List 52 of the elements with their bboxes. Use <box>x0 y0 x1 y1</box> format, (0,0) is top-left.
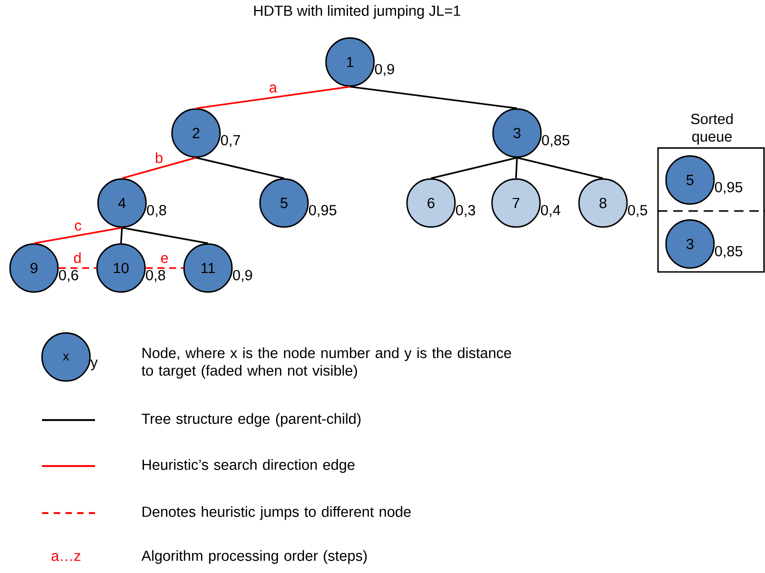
step-letter: d <box>74 252 81 264</box>
distance-value: 0,9 <box>232 270 252 282</box>
tree-node: 5 <box>259 178 309 228</box>
tree-node: 10 <box>96 243 146 293</box>
legend-text: Denotes heuristic jumps to different node <box>142 506 411 520</box>
step-letter-sample: a…z <box>52 553 80 562</box>
tree-node: 1 <box>325 37 375 87</box>
tree-edge <box>516 156 604 180</box>
tree-node: 9 <box>9 243 59 293</box>
jump-line <box>58 267 96 269</box>
distance-value: 0,9 <box>374 64 394 76</box>
tree-edge <box>350 86 518 110</box>
distance-value: 0,95 <box>714 182 742 194</box>
distance-value: 0,85 <box>542 134 570 148</box>
step-letter: e <box>161 255 168 264</box>
tree-node: 2 <box>171 108 221 158</box>
jump-line <box>146 267 184 269</box>
tree-edge <box>34 226 122 244</box>
distance-value: 0,8 <box>146 270 166 282</box>
tree-node: 8 <box>578 178 628 228</box>
distance-value: 0,8 <box>146 204 166 218</box>
tree-node: 5 <box>665 155 715 205</box>
tree-edge <box>515 158 518 178</box>
node-label: Sorted queue <box>691 113 733 145</box>
distance-value: 0,85 <box>714 246 742 258</box>
tree-node: 6 <box>406 178 456 228</box>
distance-value: 0,7 <box>220 134 240 148</box>
tree-node: 4 <box>97 178 147 228</box>
distance-value: 0,5 <box>628 204 648 218</box>
tree-edge <box>122 226 208 244</box>
legend-text: Algorithm processing order (steps) <box>141 550 367 564</box>
distance-value: 0,95 <box>308 204 336 218</box>
distance-value: 0,4 <box>540 204 560 218</box>
tree-edge <box>196 156 284 180</box>
distance-value: y <box>90 360 98 370</box>
tree-node: 3 <box>665 219 715 269</box>
tree-edge <box>430 156 518 180</box>
title: HDTB with limited jumping JL=1 <box>254 5 460 19</box>
step-letter: c <box>74 222 82 231</box>
tree-node: 3 <box>492 108 542 158</box>
tree-edge <box>122 156 196 180</box>
legend-text: Heuristic’s search direction edge <box>142 459 354 473</box>
tree-edge <box>120 228 123 244</box>
step-letter: b <box>156 152 162 164</box>
distance-value: 0,3 <box>456 204 476 218</box>
tree-node: 11 <box>183 243 233 293</box>
tree-edge <box>196 86 350 110</box>
legend-text: Tree structure edge (parent-child) <box>142 413 360 427</box>
step-letter: a <box>270 84 278 93</box>
legend-text: Node, where x is the node number and y is the distance to target (faded when not visible) <box>142 347 512 379</box>
tree-node: 7 <box>491 178 541 228</box>
distance-value: 0,6 <box>58 270 78 282</box>
